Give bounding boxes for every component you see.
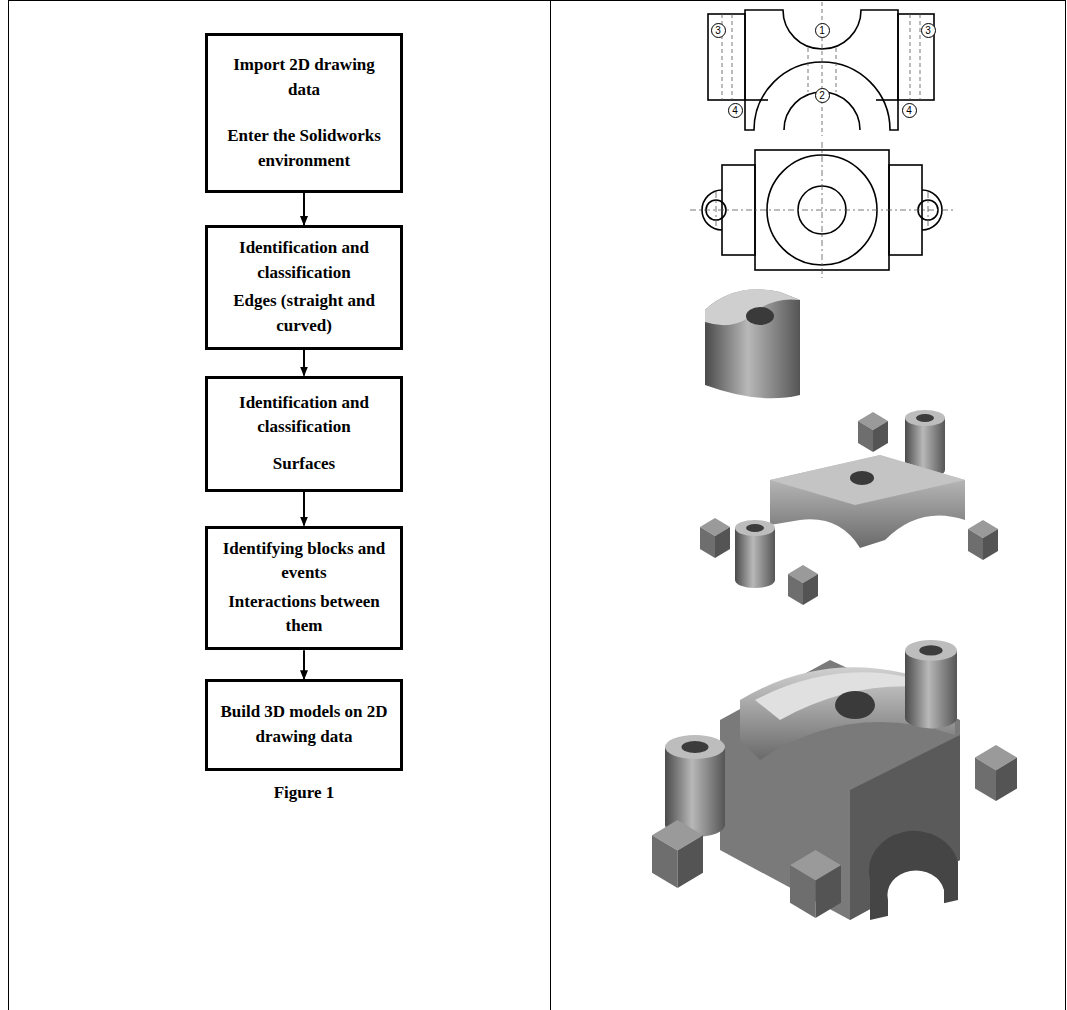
box-text: Enter the Solidworks environment [215, 124, 393, 173]
illustration-part [732, 14, 733, 100]
flow-arrow [303, 350, 305, 376]
process-box: Identification and classificationEdges (… [205, 225, 403, 350]
illustration-part [905, 640, 957, 728]
illustration-part [652, 640, 1017, 930]
illustration-part [836, 48, 837, 92]
process-box: Identifying blocks and eventsInteraction… [205, 526, 403, 651]
illustration-part [975, 745, 1017, 801]
illustration-part [735, 520, 775, 588]
illustration-part [665, 735, 725, 837]
illustration-part [700, 289, 998, 605]
illustration-part [770, 455, 965, 548]
illustration-part [850, 471, 874, 485]
callout-number: 4 [728, 103, 743, 118]
illustration-part [716, 192, 717, 228]
flow-arrow [303, 492, 305, 526]
illustration-part [700, 518, 730, 558]
illustration-part [745, 10, 898, 130]
callout-number: 4 [902, 103, 917, 118]
illustration-part [887, 871, 944, 930]
callout-number: 2 [815, 88, 830, 103]
box-heading: Build 3D models on 2D drawing data [215, 700, 393, 749]
illustration-part [822, 142, 823, 278]
box-heading: Identification and classification [215, 391, 393, 440]
illustration-part [920, 14, 921, 100]
illustration-part [835, 691, 875, 719]
illustration-part [708, 10, 934, 130]
process-box: Build 3D models on 2D drawing data [205, 679, 403, 771]
callout-number: 1 [815, 23, 830, 38]
illustration-part [705, 289, 800, 325]
illustration-part [770, 455, 965, 505]
figure-caption: Figure 1 [205, 783, 403, 803]
box-text: Edges (straight and curved) [215, 289, 393, 338]
illustration-part [9, 1, 1066, 1010]
illustration-part [876, 99, 898, 101]
illustration-part [928, 192, 929, 228]
callout-number: 3 [921, 23, 936, 38]
box-heading: Identification and classification [215, 236, 393, 285]
illustration-part [550, 0, 551, 1010]
illustration-part [910, 14, 911, 100]
illustration-part [788, 565, 818, 605]
box-text: Surfaces [273, 452, 335, 477]
illustration-part [790, 850, 841, 918]
flow-arrow [303, 193, 305, 225]
illustration-part [858, 412, 888, 452]
illustration-part [808, 48, 809, 92]
illustration-part [690, 142, 955, 278]
box-text: Interactions between them [215, 590, 393, 639]
box-heading: Identifying blocks and events [215, 537, 393, 586]
illustration-part [722, 2, 920, 136]
illustration-part [746, 307, 774, 325]
box-heading: Import 2D drawing data [215, 53, 393, 102]
illustration-part [968, 520, 998, 560]
illustration-part [652, 820, 703, 888]
flow-arrow [303, 650, 305, 679]
illustration-part [745, 99, 768, 101]
callout-number: 3 [711, 23, 726, 38]
illustration-part [708, 14, 745, 100]
process-box: Import 2D drawing dataEnter the Solidwor… [205, 33, 403, 193]
process-box: Identification and classificationSurface… [205, 376, 403, 492]
illustration-part [705, 289, 800, 398]
illustration-part [690, 210, 955, 211]
